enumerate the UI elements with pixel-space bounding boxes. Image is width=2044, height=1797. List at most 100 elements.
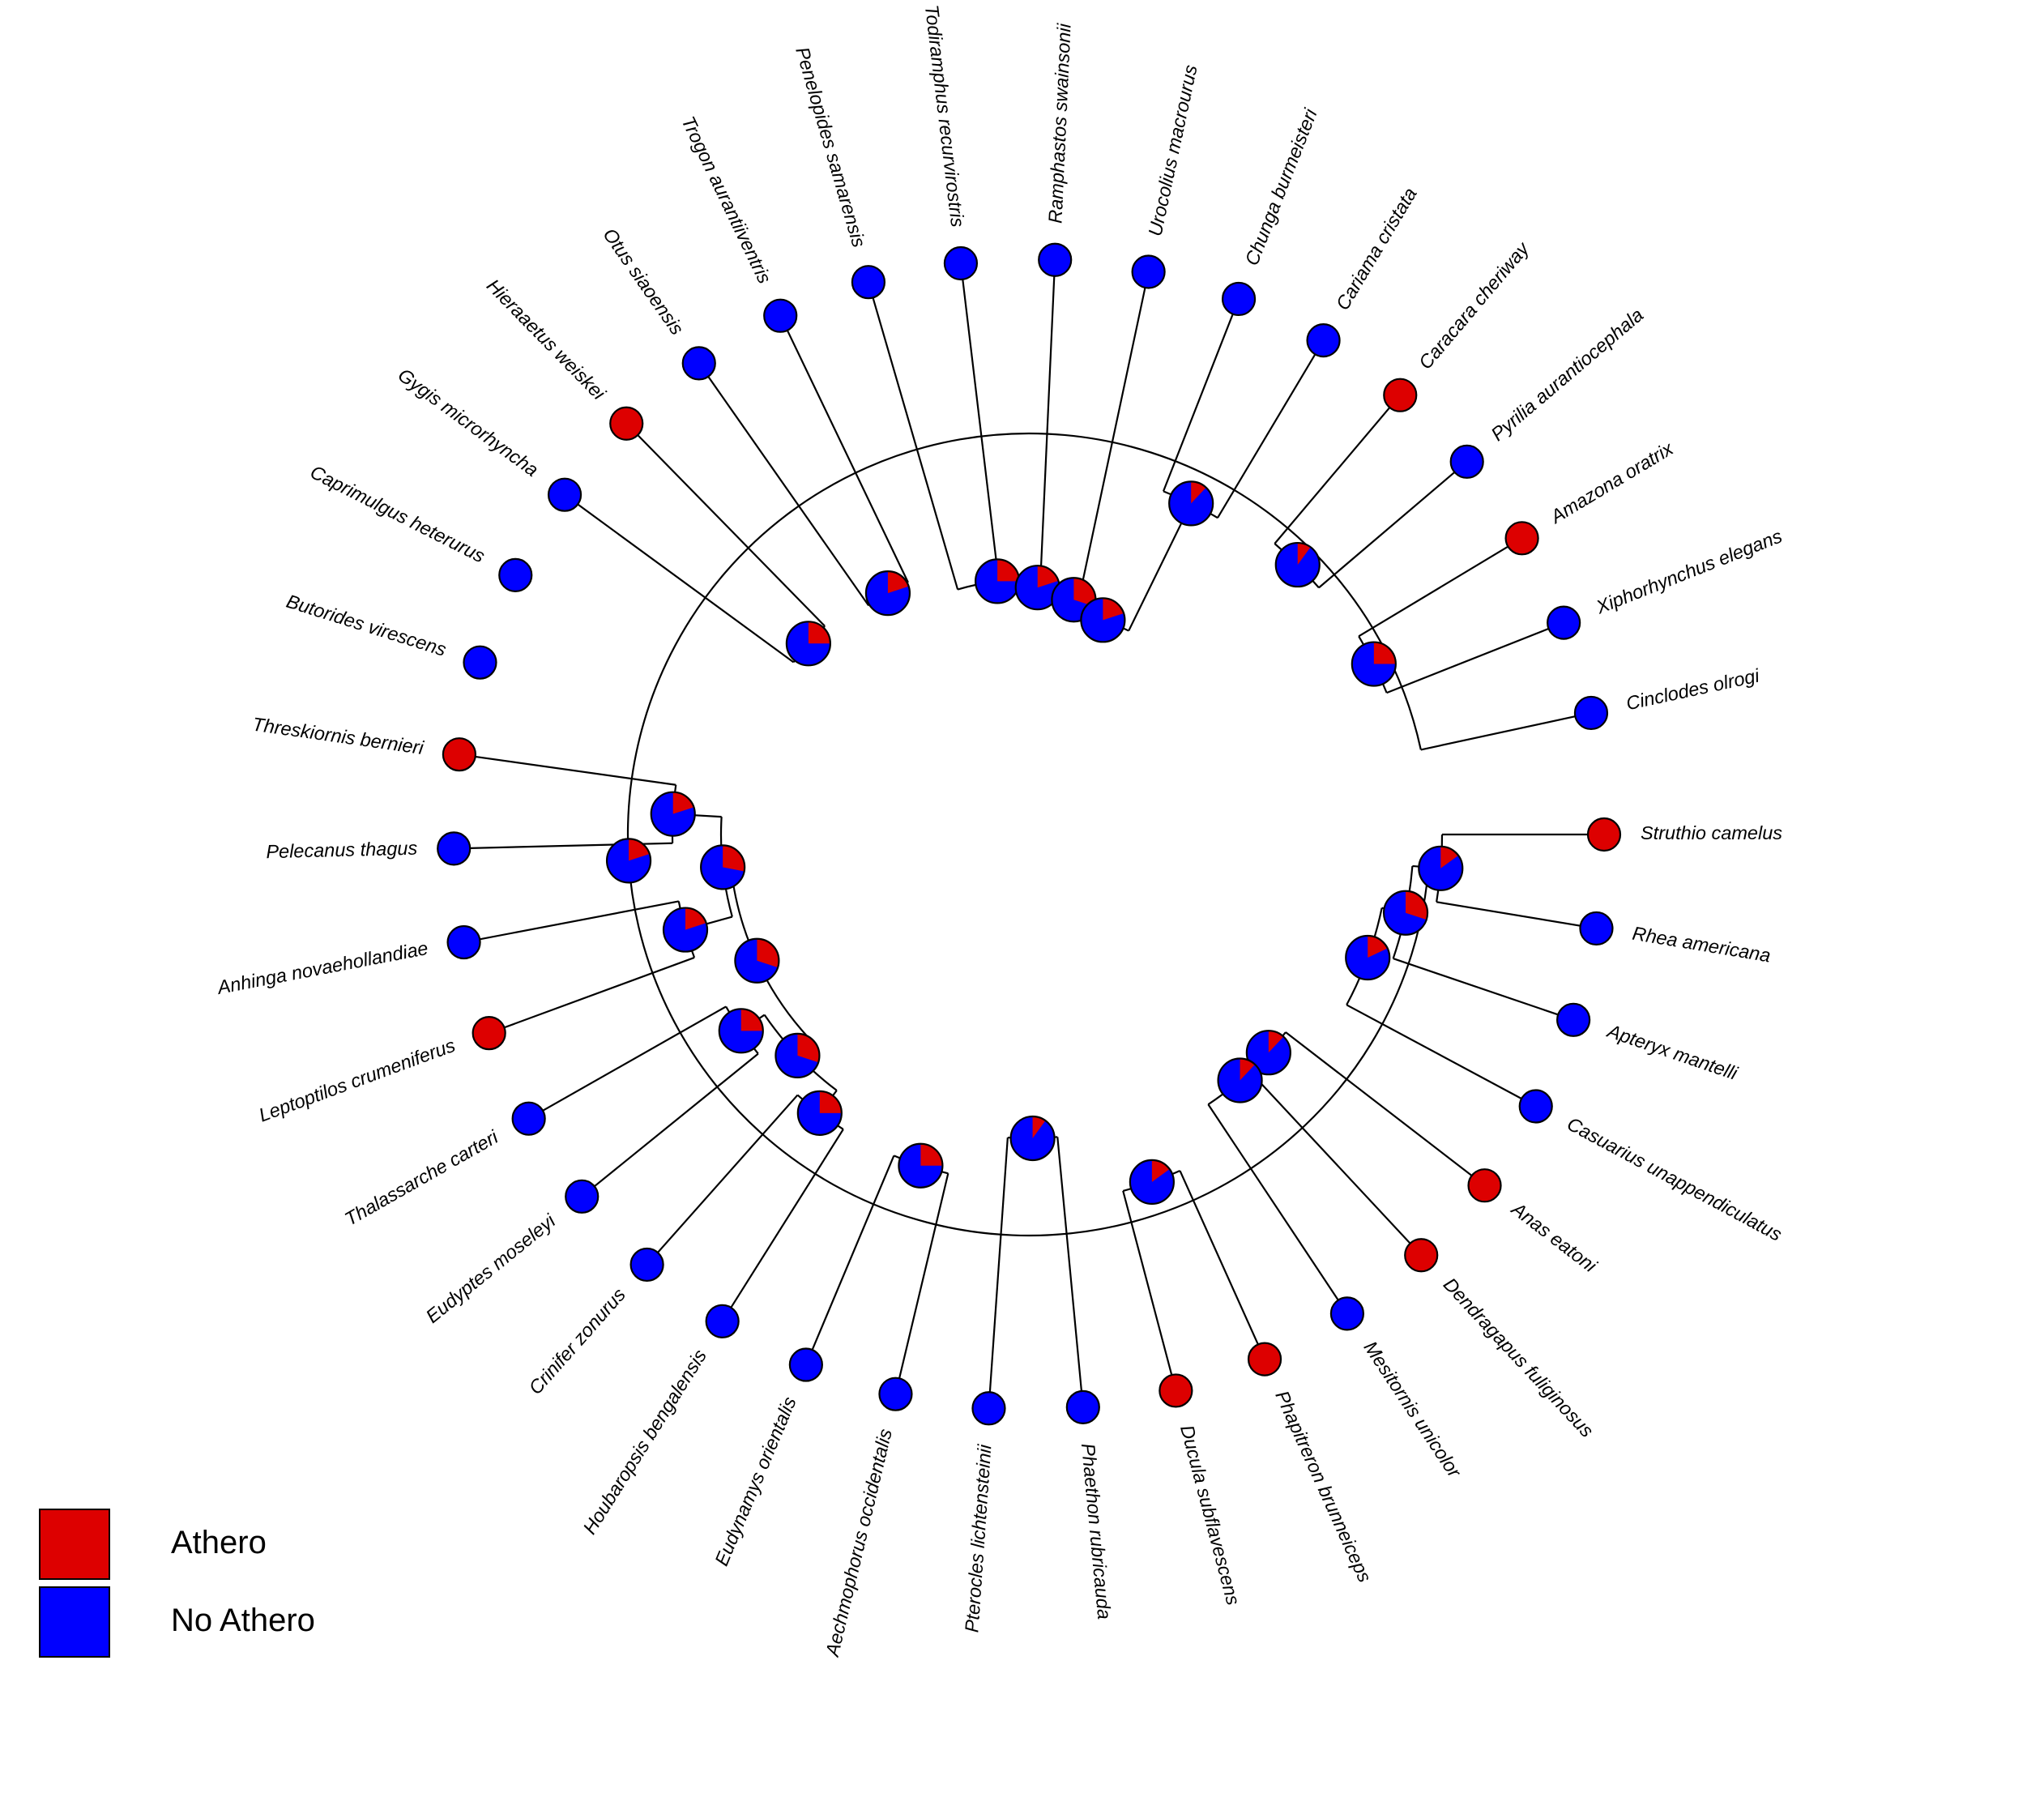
tip-label: Casuarius unappendiculatus <box>1564 1113 1786 1245</box>
tip-label: Apteryx mantelli <box>1603 1020 1740 1084</box>
ancestral-pie <box>1217 1057 1263 1103</box>
tip-state-athero <box>1504 521 1539 556</box>
tip-label: Ducula subflavescens <box>1176 1423 1244 1607</box>
tip-label: Amazona oratrix <box>1546 438 1678 528</box>
tip-label: Eudynamys orientalis <box>710 1394 800 1569</box>
branch <box>1420 711 1592 751</box>
branch <box>804 1155 895 1365</box>
ancestral-pie <box>1080 597 1126 643</box>
pie-athero-slice <box>887 571 909 594</box>
tip-label: Houbaropsis bengalensis <box>579 1346 711 1538</box>
pie-athero-slice <box>1037 566 1059 588</box>
pie-outline <box>785 621 831 667</box>
tip-label: Phapitreron brunneiceps <box>1271 1388 1376 1586</box>
ancestral-pie <box>650 791 696 837</box>
tip-state-no-athero <box>629 1247 664 1283</box>
ancestral-pie <box>1129 1159 1175 1206</box>
tip-state-athero <box>1159 1373 1193 1408</box>
tip-label: Eudyptes moseleyi <box>422 1210 560 1327</box>
branch <box>646 1094 799 1266</box>
tip-label: Cariama cristata <box>1332 184 1421 314</box>
tip-state-athero <box>1586 817 1622 852</box>
branch <box>1128 502 1193 632</box>
pie-athero-slice <box>920 1143 943 1166</box>
ancestral-pie <box>1351 641 1397 687</box>
pie-athero-slice <box>629 839 650 861</box>
tip-state-no-athero <box>1556 1002 1591 1037</box>
branch <box>959 263 1001 590</box>
branch <box>1346 1004 1537 1108</box>
tip-label: Pelecanus thagus <box>266 838 418 863</box>
pie-athero-slice <box>757 938 779 968</box>
tip-label: Trogon aurantiiventris <box>677 113 775 287</box>
tip-state-no-athero <box>1065 1389 1100 1424</box>
branch <box>1436 901 1597 930</box>
pie-athero-slice <box>1368 936 1388 958</box>
ancestral-pie <box>700 844 746 890</box>
tip-state-no-athero <box>1306 323 1341 358</box>
ancestral-state-pies <box>605 480 1464 1206</box>
branch <box>1179 1170 1266 1360</box>
ancestral-pie <box>785 621 831 667</box>
tip-state-no-athero <box>943 245 979 281</box>
branch <box>1039 259 1056 596</box>
tip-state-no-athero <box>498 557 533 592</box>
pie-outline <box>734 937 780 984</box>
branch <box>1393 958 1574 1021</box>
branch <box>564 493 795 664</box>
pie-athero-slice <box>1191 481 1206 504</box>
ancestral-pie <box>1245 1030 1291 1076</box>
pie-athero-slice <box>672 792 694 814</box>
tip-label: Rhea americana <box>1631 923 1772 967</box>
tip-state-no-athero <box>851 265 886 300</box>
branch <box>528 1005 727 1120</box>
pie-outline <box>1351 641 1397 687</box>
tip-state-athero <box>1383 378 1418 412</box>
pie-athero-slice <box>997 559 1020 582</box>
branch <box>1358 537 1523 638</box>
branch <box>894 1173 949 1394</box>
branch <box>1162 298 1240 492</box>
ancestral-pie <box>1014 565 1060 611</box>
branch <box>1274 394 1402 544</box>
ancestral-pie <box>605 838 652 884</box>
ancestral-pie <box>1418 845 1464 891</box>
tip-state-athero <box>472 1016 506 1051</box>
branch <box>779 315 909 583</box>
tip-state-no-athero <box>1329 1296 1365 1331</box>
tip-state-no-athero <box>878 1377 913 1411</box>
tip-state-no-athero <box>1449 444 1484 479</box>
tip-label: Leptoptilos crumeniferus <box>256 1035 458 1126</box>
pie-outline <box>1217 1057 1263 1103</box>
tip-label: Pterocles lichtensteinii <box>961 1443 995 1633</box>
pie-outline <box>1129 1159 1175 1206</box>
pie-outline <box>1080 597 1126 643</box>
tip-label: Anhinga novaehollandiae <box>214 937 429 998</box>
tip-state-no-athero <box>446 924 481 960</box>
tip-label: Cinclodes olrogi <box>1624 664 1762 714</box>
branch <box>1217 339 1325 519</box>
tip-state-athero <box>442 737 477 772</box>
branch <box>1386 621 1564 694</box>
tip-state-athero <box>1404 1238 1439 1273</box>
tip-state-no-athero <box>1518 1089 1553 1124</box>
tip-state-no-athero <box>463 645 497 680</box>
tip-state-circles <box>437 242 1622 1426</box>
tip-state-no-athero <box>437 831 472 866</box>
tip-state-no-athero <box>1221 281 1257 317</box>
tip-label: Gygis microrhyncha <box>395 365 543 481</box>
ancestral-pie <box>898 1142 944 1189</box>
tip-label: Chunga burmeisteri <box>1241 105 1321 268</box>
pie-athero-slice <box>685 907 706 930</box>
pie-outline <box>796 1090 843 1136</box>
ancestral-pie <box>864 570 911 617</box>
tip-label: Caprimulgus heterurus <box>307 461 489 567</box>
tip-label: Ramphastos swainsonii <box>1044 23 1074 224</box>
tip-label: Urocolius macrourus <box>1144 62 1201 237</box>
pie-athero-slice <box>1297 543 1311 566</box>
ancestral-pie <box>1274 541 1321 588</box>
branch <box>698 362 870 607</box>
pie-athero-slice <box>797 1033 820 1063</box>
ancestral-pie <box>734 937 780 984</box>
